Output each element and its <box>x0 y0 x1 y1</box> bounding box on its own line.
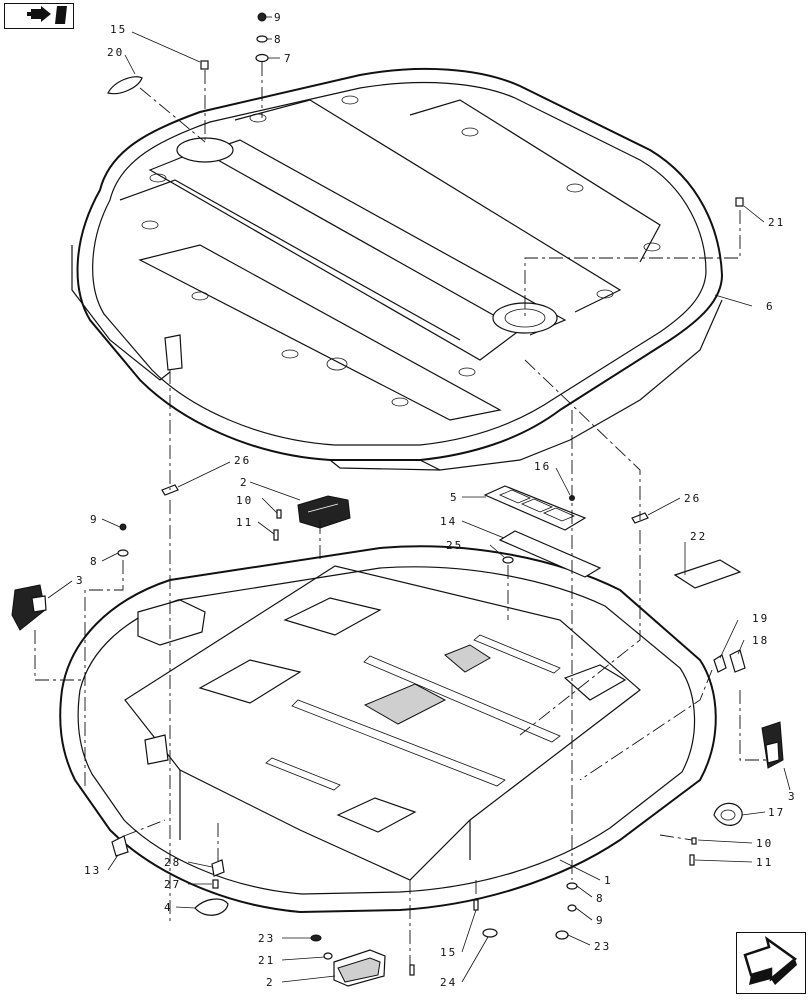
roof-panel <box>71 67 724 471</box>
callout-23: 23 <box>258 932 275 945</box>
callout-11: 11 <box>756 856 773 869</box>
callout-11: 11 <box>236 516 253 529</box>
callout-10: 10 <box>756 837 773 850</box>
callout-14: 14 <box>440 515 457 528</box>
fastener-15-top <box>200 60 209 70</box>
pad-24 <box>482 928 498 938</box>
next-page-arrow-icon <box>743 936 798 985</box>
callout-8: 8 <box>274 33 283 46</box>
callout-3: 3 <box>76 574 85 587</box>
clip-28 <box>211 859 225 877</box>
bracket-13 <box>111 835 129 857</box>
callout-21: 21 <box>768 216 785 229</box>
screw-10-right <box>691 837 697 845</box>
speaker-3-left <box>11 584 47 631</box>
grommet-17 <box>713 802 743 826</box>
callout-7: 7 <box>284 52 293 65</box>
callout-10: 10 <box>236 494 253 507</box>
callout-1: 1 <box>604 874 613 887</box>
fastener-15-bottom <box>473 899 479 911</box>
label-22 <box>673 559 742 589</box>
screw-bottom <box>409 964 415 976</box>
headliner-base <box>59 545 717 914</box>
callout-3: 3 <box>788 790 797 803</box>
callout-16: 16 <box>534 460 551 473</box>
nut-9-left <box>119 523 127 531</box>
clip-9-bottom <box>567 904 577 912</box>
bezel-5 <box>483 485 587 531</box>
washer-21-bottom <box>323 952 333 960</box>
callout-25: 25 <box>446 539 463 552</box>
speaker-3-right <box>761 721 784 769</box>
dome-light-2-top <box>297 495 351 529</box>
screw-10-left <box>276 509 282 519</box>
callout-9: 9 <box>90 513 99 526</box>
callout-22: 22 <box>690 530 707 543</box>
grommet-23-left <box>310 934 322 942</box>
connector-19 <box>713 654 727 673</box>
decal-20 <box>107 76 143 95</box>
callout-8: 8 <box>90 555 99 568</box>
nut-9-top <box>257 12 267 22</box>
washer-8-left <box>117 549 129 557</box>
screw-27 <box>212 879 219 889</box>
screw-11-right <box>689 854 695 866</box>
callout-17: 17 <box>768 806 785 819</box>
callout-4: 4 <box>164 901 173 914</box>
washer-7-top <box>255 53 269 63</box>
leader-lines <box>47 16 791 983</box>
handle-4 <box>194 898 229 916</box>
dome-light-2-bottom <box>333 949 386 987</box>
connector-18 <box>729 649 746 673</box>
callout-18: 18 <box>752 634 769 647</box>
callout-5: 5 <box>450 491 459 504</box>
washer-8-top <box>256 35 268 43</box>
callout-8: 8 <box>596 892 605 905</box>
callout-6: 6 <box>766 300 775 313</box>
callout-13: 13 <box>84 864 101 877</box>
callout-21: 21 <box>258 954 275 967</box>
washer-25 <box>502 556 514 564</box>
plate-14 <box>498 530 602 578</box>
callout-24: 24 <box>440 976 457 989</box>
callout-9: 9 <box>596 914 605 927</box>
callout-2: 2 <box>266 976 275 989</box>
previous-page-arrow-icon <box>27 6 67 24</box>
callout-9: 9 <box>274 11 283 24</box>
callout-20: 20 <box>107 46 124 59</box>
callout-26: 26 <box>234 454 251 467</box>
callout-15: 15 <box>440 946 457 959</box>
washer-8-bottom <box>566 882 578 890</box>
callout-labels: 15 20 9 8 7 21 6 26 2 10 11 9 8 3 16 5 1… <box>76 11 797 989</box>
callout-15: 15 <box>110 23 127 36</box>
callout-23: 23 <box>594 940 611 953</box>
callout-27: 27 <box>164 878 181 891</box>
grommet-23-right <box>555 930 569 940</box>
screw-11-left <box>273 529 279 541</box>
previous-page-button[interactable] <box>4 3 74 29</box>
callout-2: 2 <box>240 476 249 489</box>
next-page-button[interactable] <box>736 932 806 994</box>
assembly-centerlines <box>34 62 770 965</box>
callout-28: 28 <box>164 856 181 869</box>
bolt-21-top <box>735 197 744 207</box>
callout-19: 19 <box>752 612 769 625</box>
callout-26: 26 <box>684 492 701 505</box>
